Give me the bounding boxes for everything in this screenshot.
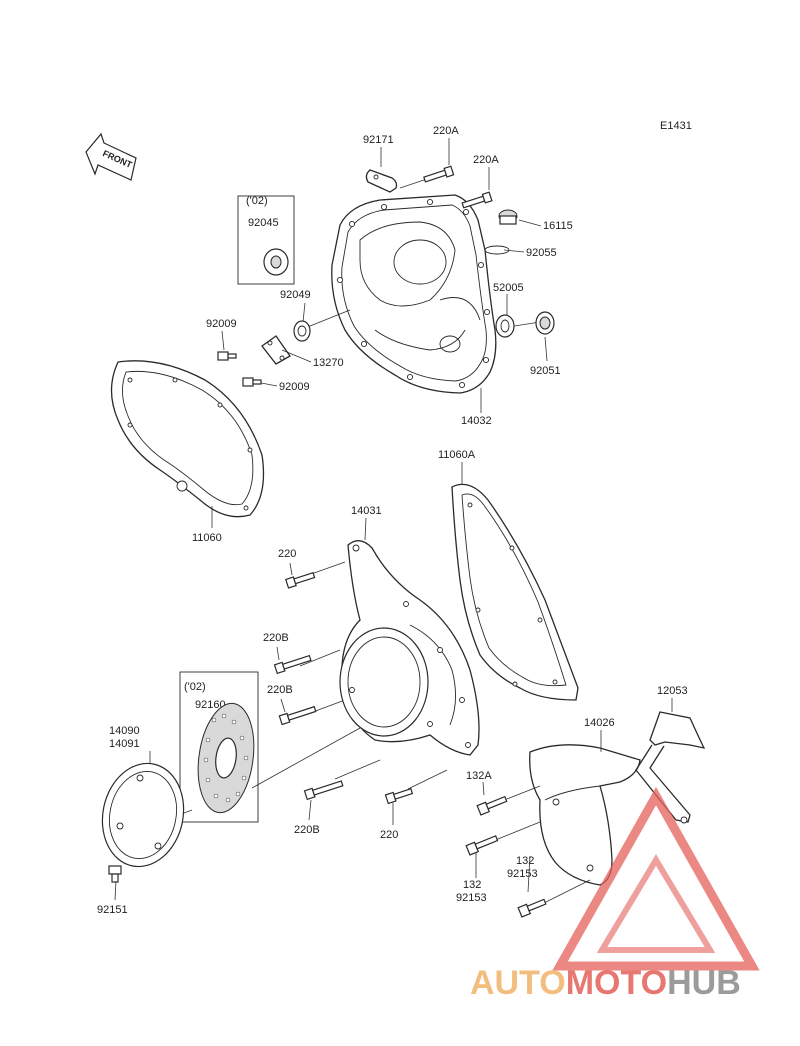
- generator-cover-14031: [339, 540, 480, 756]
- label-92009-2: 92009: [279, 381, 310, 393]
- watermark-moto: MOTO: [566, 964, 667, 1002]
- label-220B-2: 220B: [267, 684, 293, 696]
- label-132A: 132A: [466, 770, 492, 782]
- label-92151: 92151: [97, 904, 128, 916]
- label-12053: 12053: [657, 685, 688, 697]
- label-220B-3: 220B: [294, 824, 320, 836]
- label-11060: 11060: [192, 532, 222, 544]
- label-52005: 52005: [493, 282, 524, 294]
- label-132-1: 132: [516, 855, 534, 867]
- label-220A-2: 220A: [473, 154, 499, 166]
- watermark-hub: HUB: [667, 964, 741, 1002]
- leader-lines: [114, 138, 673, 906]
- label-02-mid: ('02): [184, 681, 206, 693]
- upper-small-parts: [217, 165, 555, 387]
- label-220A-1: 220A: [433, 125, 459, 137]
- sprocket-cover-bolts: [465, 795, 547, 918]
- gasket-11060a: [451, 483, 579, 701]
- label-14031: 14031: [351, 505, 382, 517]
- label-02-top: ('02): [246, 195, 268, 207]
- label-92049: 92049: [280, 289, 311, 301]
- label-14090: 14090: [109, 725, 140, 737]
- label-92171: 92171: [363, 134, 394, 146]
- label-220B-1: 220B: [263, 632, 289, 644]
- part-labels: E1431 92171 220A 220A ('02) 92045 16115 …: [97, 120, 692, 916]
- plate-92160: [179, 671, 259, 823]
- label-92153-2: 92153: [456, 892, 487, 904]
- label-92051: 92051: [530, 365, 561, 377]
- front-arrow-icon: FRONT: [85, 132, 137, 181]
- label-92160: 92160: [195, 699, 226, 711]
- label-14032: 14032: [461, 415, 492, 427]
- label-132-2: 132: [463, 879, 481, 891]
- label-92153-1: 92153: [507, 868, 538, 880]
- clutch-cover-14032: [331, 194, 497, 394]
- label-11060A: 11060A: [438, 449, 476, 461]
- label-13270: 13270: [313, 357, 344, 369]
- label-14091: 14091: [109, 738, 140, 750]
- watermark-logo: AUTOMOTOHUB: [470, 786, 760, 1002]
- label-92055: 92055: [526, 247, 557, 259]
- watermark-text: AUTOMOTOHUB: [470, 964, 741, 1002]
- watermark-auto: AUTO: [470, 964, 566, 1002]
- label-220-2: 220: [380, 829, 398, 841]
- outer-cover-14090: [101, 762, 185, 868]
- sprocket-cover-14026: [529, 744, 641, 886]
- label-92009-1: 92009: [206, 318, 237, 330]
- label-14026: 14026: [584, 717, 615, 729]
- label-220-1: 220: [278, 548, 296, 560]
- generator-cover-bolts: [273, 571, 414, 805]
- diagram-code: E1431: [660, 120, 692, 132]
- screw-92151: [108, 865, 122, 883]
- bracket-12053: [635, 711, 706, 824]
- label-16115: 16115: [543, 220, 573, 232]
- gasket-11060: [110, 360, 265, 518]
- label-92045: 92045: [248, 217, 279, 229]
